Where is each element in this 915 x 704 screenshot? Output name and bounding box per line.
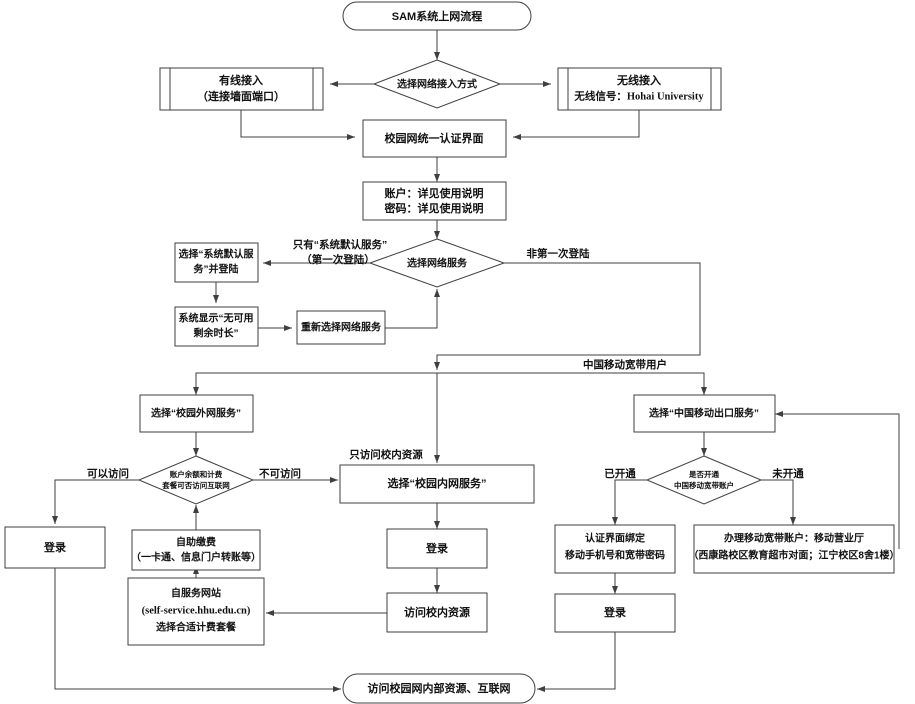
edge-apply-back-to-cmcc-exit bbox=[775, 411, 900, 549]
node-inner-net-label: 选择“校园内网服务” bbox=[388, 476, 487, 490]
node-login-left[interactable]: 登录 bbox=[4, 526, 106, 569]
node-no-time-left-label-2: 剩余时长” bbox=[194, 327, 239, 340]
node-self-service-site-label-3: 选择合适计费套餐 bbox=[156, 621, 237, 634]
node-access-inner-label: 访问校内资源 bbox=[404, 605, 470, 619]
node-balance-check-label-2: 套餐可否访问互联网 bbox=[162, 480, 230, 490]
node-wired-label-1: 有线接入 bbox=[219, 73, 263, 87]
node-bind-account-label-2: 移动手机号和宽带密码 bbox=[565, 549, 665, 562]
node-self-pay[interactable]: 自助缴费 （一卡通、信息门户转账等） bbox=[131, 529, 261, 571]
edge-login-left-to-end bbox=[54, 568, 341, 692]
node-bind-account[interactable]: 认证界面绑定 移动手机号和宽带密码 bbox=[554, 524, 676, 574]
node-default-service[interactable]: 选择“系统默认服 务”并登陆 bbox=[174, 242, 259, 283]
edge-not-first-login bbox=[434, 262, 701, 370]
node-access-inner[interactable]: 访问校内资源 bbox=[386, 592, 488, 633]
connectors bbox=[52, 30, 900, 692]
node-login-left-label: 登录 bbox=[43, 540, 66, 554]
edge-wireless-to-auth bbox=[513, 110, 640, 140]
node-cmcc-check-label-2: 中国移动宽带账户 bbox=[674, 480, 734, 490]
node-inner-net[interactable]: 选择“校园内网服务” bbox=[339, 464, 535, 504]
node-apply-account-label-2: （西康路校区教育超市对面；江宁校区8舍1楼） bbox=[688, 549, 899, 562]
node-reselect-service-label: 重新选择网络服务 bbox=[301, 321, 382, 334]
edge-label-opened: 已开通 bbox=[604, 468, 636, 480]
edge-label-not-first-login: 非第一次登陆 bbox=[527, 247, 590, 260]
node-cmcc-check[interactable]: 是否开通 中国移动宽带账户 bbox=[645, 455, 763, 505]
node-balance-check-label-1: 账户余额和计费 bbox=[170, 469, 223, 479]
edge-label-inner-only: 只访问校内资源 bbox=[349, 448, 423, 461]
node-start[interactable]: SAM系统上网流程 bbox=[342, 1, 532, 31]
node-login-right[interactable]: 登录 bbox=[554, 593, 676, 633]
node-wireless[interactable]: 无线接入 无线信号：Hohai University bbox=[557, 67, 722, 111]
edge-login-right-to-end bbox=[537, 632, 616, 692]
node-end[interactable]: 访问校园网内部资源、互联网 bbox=[342, 673, 536, 704]
edge-split-to-outer-net bbox=[193, 372, 437, 395]
edge-label-first-login-2: （第一次登陆） bbox=[301, 253, 375, 266]
node-access-mode-label: 选择网络接入方式 bbox=[397, 78, 477, 91]
node-self-service-site-label-1: 自服务网站 bbox=[171, 587, 221, 600]
node-wireless-label-1: 无线接入 bbox=[616, 73, 661, 87]
edge-balance-can-access bbox=[52, 479, 141, 524]
node-self-pay-label-2: （一卡通、信息门户转账等） bbox=[131, 551, 261, 564]
node-cmcc-exit[interactable]: 选择“中国移动出口服务” bbox=[633, 394, 776, 433]
node-choose-service-label: 选择网络服务 bbox=[407, 257, 468, 270]
node-end-label: 访问校园网内部资源、互联网 bbox=[368, 681, 511, 695]
node-reselect-service[interactable]: 重新选择网络服务 bbox=[296, 310, 386, 345]
node-access-mode[interactable]: 选择网络接入方式 bbox=[372, 59, 502, 109]
node-apply-account-label-1: 办理移动宽带账户：移动营业厅 bbox=[724, 532, 864, 545]
edge-label-can-access: 可以访问 bbox=[87, 467, 129, 480]
node-credentials-label-1: 账户：详见使用说明 bbox=[385, 186, 484, 200]
edge-cmcc-opened bbox=[612, 479, 649, 525]
node-credentials-label-2: 密码：详见使用说明 bbox=[385, 201, 484, 215]
node-wired-label-2: （连接墙面端口） bbox=[197, 89, 285, 103]
node-choose-service[interactable]: 选择网络服务 bbox=[368, 238, 506, 288]
edge-labels: 只有“系统默认服务” （第一次登陆） 非第一次登陆 可以访问 不可访问 只访问校… bbox=[87, 238, 804, 480]
node-auth-page-label: 校园网统一认证界面 bbox=[385, 131, 484, 145]
node-wireless-label-2: 无线信号：Hohai University bbox=[573, 89, 704, 102]
node-cmcc-check-label-1: 是否开通 bbox=[688, 469, 719, 479]
node-default-service-label-2: 务”并登陆 bbox=[194, 263, 239, 276]
node-default-service-label-1: 选择“系统默认服 bbox=[179, 248, 255, 261]
edge-label-first-login-1: 只有“系统默认服务” bbox=[293, 238, 388, 251]
node-outer-net-label: 选择“校园外网服务” bbox=[151, 407, 241, 420]
node-outer-net[interactable]: 选择“校园外网服务” bbox=[139, 394, 254, 433]
node-bind-account-label-1: 认证界面绑定 bbox=[585, 532, 645, 545]
edge-reselect-to-choose-service bbox=[385, 289, 440, 329]
node-login-right-label: 登录 bbox=[603, 605, 626, 619]
edge-cmcc-not-opened bbox=[759, 479, 796, 525]
node-no-time-left[interactable]: 系统显示“无可用 剩余时长” bbox=[174, 306, 259, 347]
node-no-time-left-label-1: 系统显示“无可用 bbox=[179, 312, 254, 325]
node-start-label: SAM系统上网流程 bbox=[392, 9, 482, 23]
node-login-mid[interactable]: 登录 bbox=[386, 528, 488, 569]
node-apply-account[interactable]: 办理移动宽带账户：移动营业厅 （西康路校区教育超市对面；江宁校区8舍1楼） bbox=[688, 524, 900, 574]
node-auth-page[interactable]: 校园网统一认证界面 bbox=[362, 119, 507, 158]
edge-label-not-opened: 未开通 bbox=[771, 467, 804, 480]
edge-split-to-cmcc bbox=[437, 372, 707, 395]
edge-label-cannot-access: 不可访问 bbox=[259, 467, 301, 480]
node-self-service-site-label-2: (self-service.hhu.edu.cn) bbox=[142, 605, 251, 616]
node-self-pay-label-1: 自助缴费 bbox=[176, 536, 216, 549]
node-wired[interactable]: 有线接入 （连接墙面端口） bbox=[159, 67, 324, 111]
node-credentials[interactable]: 账户：详见使用说明 密码：详见使用说明 bbox=[362, 181, 507, 221]
node-self-service-site[interactable]: 自服务网站 (self-service.hhu.edu.cn) 选择合适计费套餐 bbox=[127, 577, 265, 646]
edge-label-cmcc-user: 中国移动宽带用户 bbox=[583, 358, 667, 371]
edge-wired-to-auth bbox=[240, 110, 355, 140]
node-login-mid-label: 登录 bbox=[425, 541, 448, 555]
node-balance-check[interactable]: 账户余额和计费 套餐可否访问互联网 bbox=[137, 455, 255, 505]
node-cmcc-exit-label: 选择“中国移动出口服务” bbox=[649, 407, 759, 420]
